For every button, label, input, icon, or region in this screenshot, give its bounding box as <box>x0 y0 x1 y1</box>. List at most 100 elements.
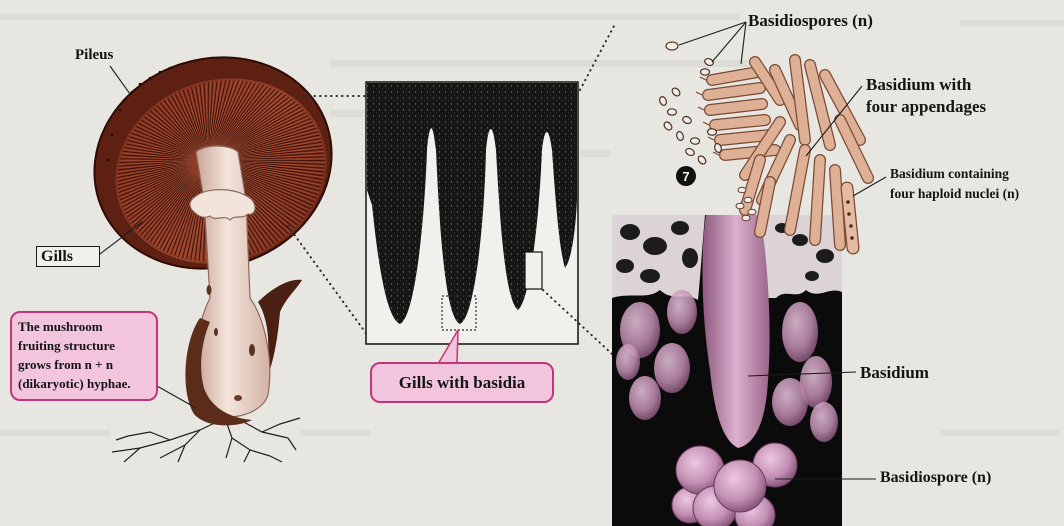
root-strand <box>160 430 200 458</box>
paper-shadow-line <box>960 20 1064 26</box>
neighbor-basidium <box>810 402 838 442</box>
free-spore <box>707 128 717 135</box>
root-strand <box>112 418 225 452</box>
cap-speckle <box>159 71 162 74</box>
neighbor-basidium <box>772 378 808 426</box>
root-strand <box>244 450 250 462</box>
basidium-appendages-label: Basidium with four appendages <box>866 74 986 118</box>
cap-speckle <box>119 109 122 112</box>
neighbor-basidium <box>629 376 661 420</box>
tissue-hole <box>682 248 698 268</box>
basidiospores-label: Basidiospores (n) <box>748 12 873 29</box>
label-line: four haploid nuclei (n) <box>890 184 1019 204</box>
note-line: fruiting structure <box>18 336 150 355</box>
haploid-nucleus <box>847 212 851 216</box>
basidium-rod <box>815 160 820 240</box>
paper-shadow-line <box>330 60 750 67</box>
haploid-nucleus <box>850 236 854 240</box>
attached-spore <box>736 203 744 209</box>
sterigma <box>698 107 704 110</box>
free-spore <box>667 109 676 116</box>
cap-speckle <box>139 83 142 86</box>
cap-speckle <box>149 77 152 80</box>
fruiting-structure-note: The mushroom fruiting structure grows fr… <box>10 311 158 401</box>
root-strand <box>288 438 296 450</box>
gills-with-basidia-label: Gills with basidia <box>370 362 554 403</box>
note-line: The mushroom <box>18 317 150 336</box>
label-line: Basidium containing <box>890 164 1019 184</box>
basidiospore <box>714 460 766 512</box>
tissue-hole <box>805 271 819 281</box>
mycelium-roots <box>112 418 300 462</box>
sterigma <box>708 137 714 140</box>
tissue-hole <box>616 259 634 273</box>
root-strand <box>240 420 288 438</box>
haploid-nucleus <box>846 200 850 204</box>
stalk-spot <box>207 285 212 295</box>
cap-speckle <box>169 67 172 70</box>
paper-shadow-line <box>580 150 610 157</box>
note-line: (dikaryotic) hyphae. <box>18 374 150 393</box>
free-spore <box>697 154 708 165</box>
stalk-spot <box>214 328 218 336</box>
free-spore <box>676 131 685 142</box>
paper-shadow-line <box>0 430 110 436</box>
attached-spore <box>742 215 750 221</box>
free-spore <box>671 87 682 98</box>
basidiospore-label: Basidiospore (n) <box>880 470 991 486</box>
attached-spore <box>744 197 752 203</box>
note-line: grows from n + n <box>18 355 150 374</box>
haploid-nucleus <box>849 224 853 228</box>
neighbor-basidium <box>616 344 640 380</box>
attached-spore <box>738 187 746 193</box>
tissue-hole <box>643 237 667 255</box>
paper-shadow-line <box>300 430 370 436</box>
paper-shadow-line <box>0 14 740 20</box>
pileus-label: Pileus <box>75 48 113 63</box>
root-strand <box>128 432 170 440</box>
marker-number: 7 <box>682 169 689 184</box>
cap-speckle <box>107 159 110 162</box>
gills-label-box: Gills <box>36 246 100 267</box>
basidiospores-leader <box>741 22 746 64</box>
paper-shadow-line <box>330 110 370 117</box>
basidium-rod <box>835 170 840 245</box>
gills-label: Gills <box>41 248 73 265</box>
label-line: four appendages <box>866 96 986 118</box>
sterigma <box>703 122 709 125</box>
basidium-nuclei-label: Basidium containing four haploid nuclei … <box>890 164 1019 204</box>
sterigma <box>700 77 706 80</box>
paper-shadow-line <box>940 430 1060 436</box>
attached-spore <box>748 209 756 215</box>
root-strand <box>262 418 300 432</box>
root-strand <box>232 438 270 456</box>
tissue-hole <box>671 221 689 235</box>
marker-badge: 7 <box>676 166 696 186</box>
pileus-leader <box>110 66 130 94</box>
neighbor-basidium <box>782 302 818 362</box>
label-line: Basidium with <box>866 74 986 96</box>
neighbor-basidium <box>667 290 697 334</box>
zoom-leader <box>580 26 614 90</box>
basidium-rod <box>710 104 762 110</box>
cap-speckle <box>111 134 114 137</box>
cap-speckle <box>124 99 127 102</box>
neighbor-basidium <box>654 343 690 393</box>
basidium-rod <box>715 120 765 125</box>
free-spore <box>685 147 696 157</box>
tissue-hole <box>620 224 640 240</box>
tissue-hole <box>816 249 834 263</box>
labelled-spore <box>666 42 678 50</box>
micrograph-zoom-box <box>525 252 542 289</box>
tissue-hole <box>792 234 808 246</box>
tissue-hole <box>640 269 660 283</box>
cap-speckle <box>131 91 134 94</box>
stalk-spot <box>234 395 242 401</box>
nuclei-basidium <box>846 188 854 248</box>
root-strand <box>270 456 282 462</box>
sterigma <box>696 92 702 95</box>
basidium-label: Basidium <box>860 364 929 381</box>
root-strand <box>116 436 128 440</box>
free-spore <box>658 96 667 107</box>
